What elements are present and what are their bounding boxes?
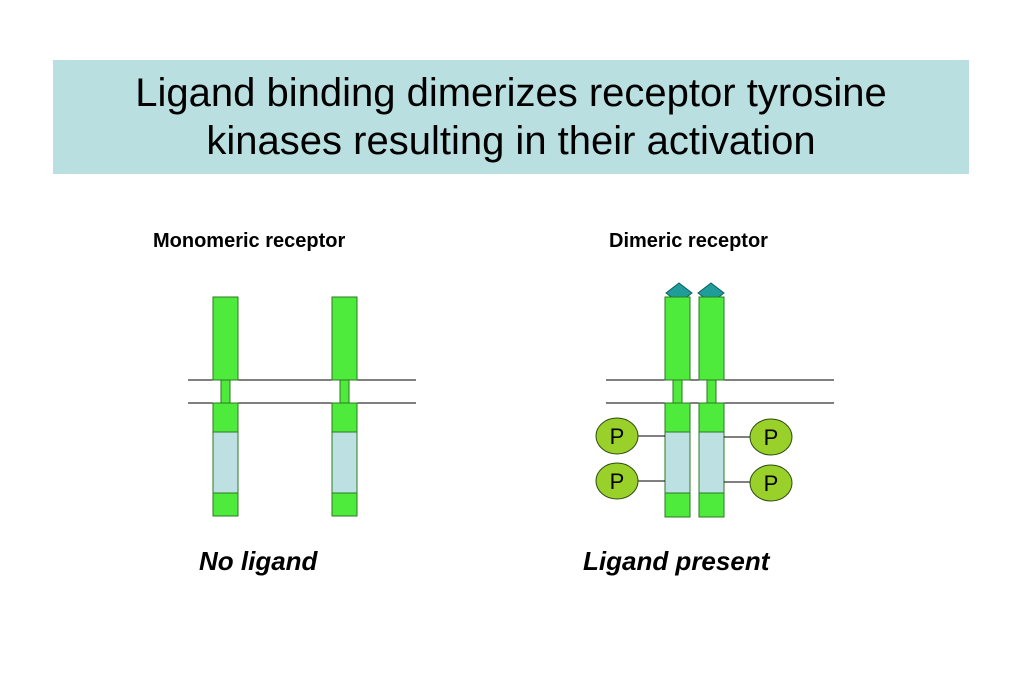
page-title: Ligand binding dimerizes receptor tyrosi…: [135, 69, 887, 165]
phosphate-label: P: [610, 424, 625, 449]
dimeric-receptor-label: Dimeric receptor: [609, 230, 768, 252]
dimeric-receptor-1: [664, 296, 691, 518]
title-line-1: Ligand binding dimerizes receptor tyrosi…: [135, 71, 887, 115]
phosphate-label: P: [610, 469, 625, 494]
title-banner: Ligand binding dimerizes receptor tyrosi…: [53, 60, 969, 174]
right-membrane: [606, 379, 834, 404]
phosphate-connectors: [638, 435, 751, 483]
phosphate-group-4: P: [749, 464, 793, 502]
monomeric-receptor-1: [212, 296, 239, 517]
dimeric-receptor-2: [698, 296, 725, 518]
monomeric-receptor-label: Monomeric receptor: [153, 230, 346, 252]
ligand-present-caption: Ligand present: [583, 546, 770, 576]
phosphate-label: P: [764, 425, 779, 450]
phosphate-label: P: [764, 471, 779, 496]
title-line-2: kinases resulting in their activation: [206, 119, 816, 163]
phosphate-group-1: P: [595, 417, 639, 455]
phosphate-group-2: P: [595, 462, 639, 500]
monomeric-receptor-2: [331, 296, 358, 517]
phosphate-group-3: P: [749, 418, 793, 456]
no-ligand-caption: No ligand: [199, 546, 318, 576]
